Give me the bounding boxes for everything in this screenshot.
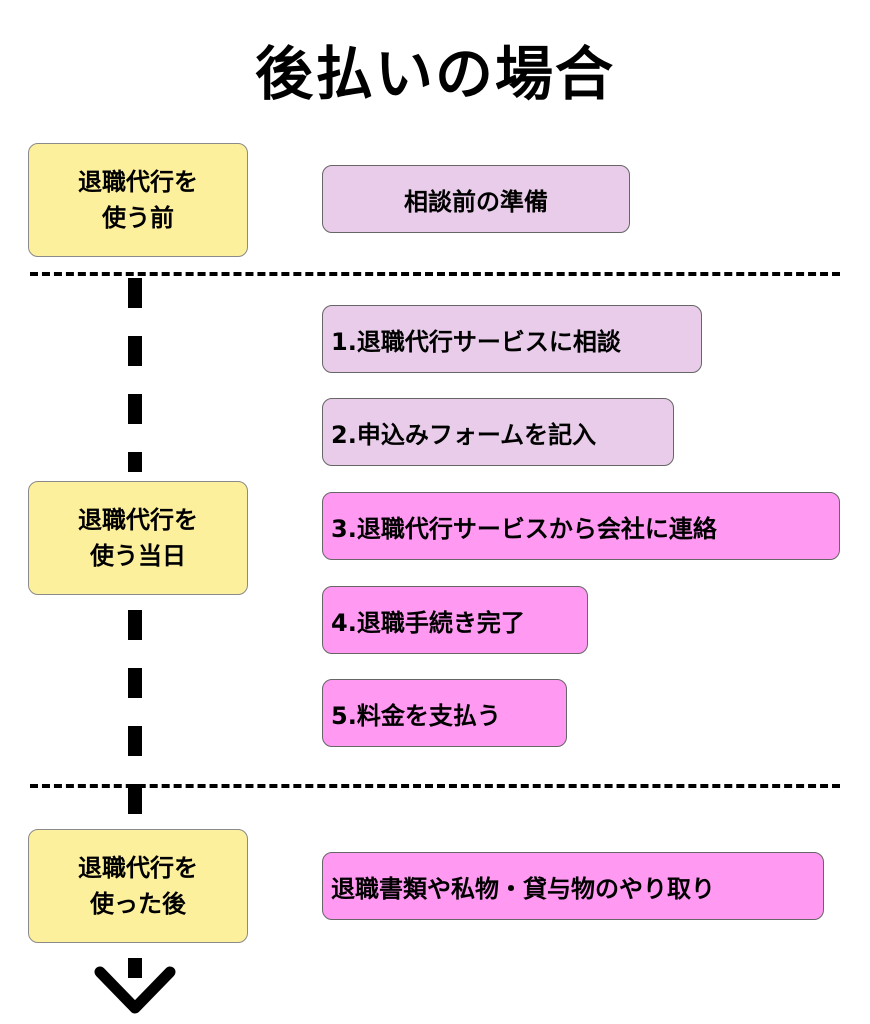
- phase-day-line1: 退職代行を: [78, 506, 198, 534]
- phase-after-line2: 使った後: [90, 890, 186, 918]
- step-4-resignation-complete: 4.退職手続き完了: [322, 586, 588, 654]
- step-preparation: 相談前の準備: [322, 165, 630, 233]
- step-after-exchange: 退職書類や私物・貸与物のやり取り: [322, 852, 824, 920]
- phase-before-line1: 退職代行を: [78, 168, 198, 196]
- phase-before-line2: 使う前: [102, 204, 174, 232]
- page-title: 後払いの場合: [254, 40, 615, 108]
- separator-before-day: [30, 272, 840, 276]
- phase-after-line1: 退職代行を: [78, 854, 198, 882]
- separator-day-after: [30, 784, 840, 788]
- step-1-consult: 1.退職代行サービスに相談: [322, 305, 702, 373]
- chevron-down-icon: [94, 966, 176, 1014]
- timeline-segment-3: [128, 958, 142, 978]
- timeline-segment-1: [128, 278, 142, 472]
- step-5-payment: 5.料金を支払う: [322, 679, 567, 747]
- timeline-segment-2: [128, 610, 142, 825]
- step-2-application-form: 2.申込みフォームを記入: [322, 398, 674, 466]
- phase-after: 退職代行を 使った後: [28, 829, 248, 943]
- phase-day: 退職代行を 使う当日: [28, 481, 248, 595]
- phase-day-line2: 使う当日: [90, 542, 186, 570]
- step-3-contact-company: 3.退職代行サービスから会社に連絡: [322, 492, 840, 560]
- phase-before: 退職代行を 使う前: [28, 143, 248, 257]
